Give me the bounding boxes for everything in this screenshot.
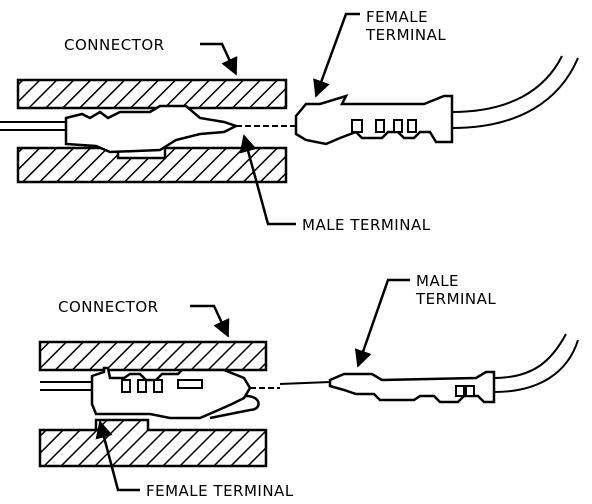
bottom-connector-lower-wall [38, 418, 268, 468]
top-male-terminal [64, 104, 240, 154]
bottom-connector-leader [190, 304, 230, 338]
bottom-connector-assembly [38, 333, 579, 468]
bottom-male-pin [279, 381, 331, 385]
top-female-terminal [294, 93, 454, 146]
bottom-connector-upper-wall [38, 340, 268, 372]
top-female-leader [313, 12, 360, 98]
bottom-right-wire [493, 333, 567, 379]
bottom-connector-label: CONNECTOR [58, 298, 159, 316]
bottom-male-leader [354, 278, 410, 368]
bottom-female-leader [95, 420, 140, 492]
top-female-label-line1: FEMALE [366, 8, 428, 26]
bottom-male-label-line2: TERMINAL [415, 290, 496, 308]
top-connector-assembly [0, 55, 579, 184]
bottom-male-label-line1: MALE [416, 272, 459, 290]
top-connector-upper-wall [16, 78, 288, 110]
top-right-wire [451, 55, 563, 113]
top-female-label-line2: TERMINAL [365, 26, 446, 44]
top-connector-lower-wall [16, 146, 288, 184]
top-male-label: MALE TERMINAL [302, 216, 431, 234]
top-male-leader [239, 134, 296, 226]
bottom-male-terminal [328, 370, 496, 404]
bottom-female-terminal [90, 366, 252, 420]
top-connector-leader [200, 42, 238, 76]
top-connector-label: CONNECTOR [64, 36, 165, 54]
bottom-female-label: FEMALE TERMINAL [146, 482, 294, 500]
